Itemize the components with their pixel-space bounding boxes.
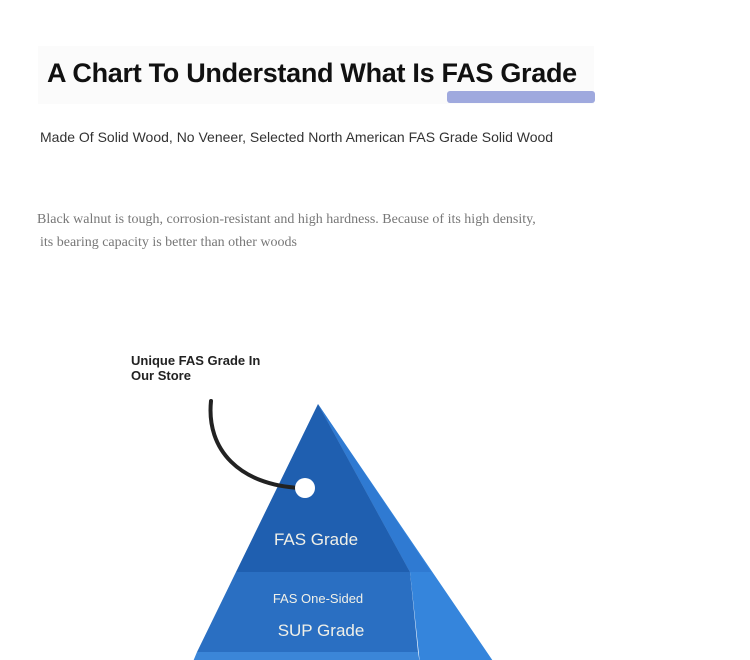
level-label-sup: SUP Grade <box>277 621 365 640</box>
pyramid-level-middle <box>197 572 418 652</box>
pyramid-side-band-top <box>318 404 431 572</box>
subtitle: Made Of Solid Wood, No Veneer, Selected … <box>40 129 554 145</box>
pyramid-level-top <box>236 404 410 572</box>
description-line: Black walnut is tough, corrosion-resista… <box>37 212 536 227</box>
level-sublabel-fas-one-sided: FAS One-Sided <box>272 591 364 606</box>
pyramid-side-face <box>318 404 493 660</box>
callout-label: Unique FAS Grade In Our Store <box>131 353 261 383</box>
description: Black walnut is tough, corrosion-resista… <box>37 208 597 254</box>
level-label-fas: FAS Grade <box>273 530 359 549</box>
page-title: A Chart To Understand What Is FAS Grade <box>47 58 577 88</box>
pyramid-level-bottom <box>193 652 420 660</box>
title-highlight <box>447 91 595 103</box>
callout-line <box>208 399 302 490</box>
description-line: its bearing capacity is better than othe… <box>40 235 297 250</box>
callout-dot <box>295 478 315 498</box>
